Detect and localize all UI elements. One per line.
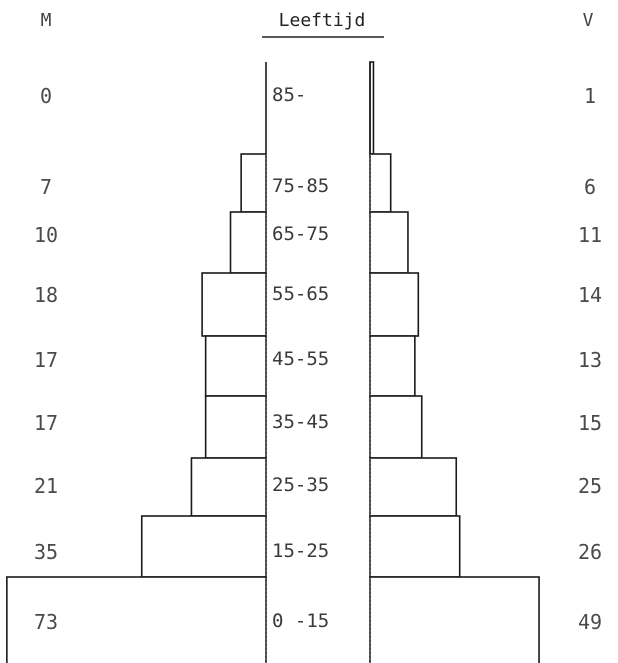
age-group-label: 85- bbox=[272, 84, 306, 106]
male-count-label: 17 bbox=[34, 348, 58, 372]
age-group-label: 55-65 bbox=[272, 283, 329, 305]
female-bar bbox=[369, 576, 540, 663]
female-bar bbox=[369, 457, 458, 517]
male-bar bbox=[6, 576, 267, 663]
male-bar bbox=[190, 457, 267, 517]
age-group-labels: 85- 75-85 65-75 55-65 45-55 35-45 25-35 15-25 0 … bbox=[272, 84, 329, 632]
female-count-label: 26 bbox=[578, 540, 602, 564]
female-count-label: 11 bbox=[578, 223, 602, 247]
male-count-label: 7 bbox=[40, 175, 52, 199]
female-bar bbox=[369, 153, 392, 213]
female-count-label: 6 bbox=[584, 175, 596, 199]
age-group-label: 45-55 bbox=[272, 348, 329, 370]
male-bar bbox=[201, 272, 267, 337]
age-group-label: 0 -15 bbox=[272, 610, 329, 632]
female-count-label: 13 bbox=[578, 348, 602, 372]
male-count-label: 17 bbox=[34, 411, 58, 435]
female-bar bbox=[369, 211, 409, 274]
female-count-label: 49 bbox=[578, 610, 602, 634]
male-bar bbox=[204, 395, 267, 459]
female-count-label: 15 bbox=[578, 411, 602, 435]
female-count-label: 1 bbox=[584, 84, 596, 108]
male-header: M bbox=[41, 10, 52, 31]
center-column-guides bbox=[265, 62, 371, 663]
chart-title: Leeftijd bbox=[279, 10, 366, 31]
female-bar bbox=[369, 272, 420, 337]
male-count-labels: 0 7 10 18 17 17 21 35 73 bbox=[34, 84, 58, 634]
male-count-label: 73 bbox=[34, 610, 58, 634]
age-group-label: 35-45 bbox=[272, 411, 329, 433]
male-count-label: 18 bbox=[34, 283, 58, 307]
female-bars bbox=[369, 61, 540, 663]
male-count-label: 21 bbox=[34, 474, 58, 498]
female-count-label: 14 bbox=[578, 283, 602, 307]
age-group-label: 65-75 bbox=[272, 223, 329, 245]
female-bar bbox=[369, 395, 423, 459]
female-count-label: 25 bbox=[578, 474, 602, 498]
male-bar bbox=[240, 153, 267, 213]
male-count-label: 10 bbox=[34, 223, 58, 247]
female-bar bbox=[369, 335, 416, 397]
male-count-label: 35 bbox=[34, 540, 58, 564]
male-bar bbox=[140, 515, 267, 578]
female-bar bbox=[369, 515, 461, 578]
female-header: V bbox=[583, 10, 594, 31]
male-bars bbox=[6, 153, 267, 663]
male-count-label: 0 bbox=[40, 84, 52, 108]
age-group-label: 25-35 bbox=[272, 474, 329, 496]
female-count-labels: 1 6 11 14 13 15 25 26 49 bbox=[578, 84, 602, 634]
male-bar bbox=[204, 335, 267, 397]
male-bar bbox=[229, 211, 267, 274]
age-group-label: 15-25 bbox=[272, 540, 329, 562]
age-group-label: 75-85 bbox=[272, 175, 329, 197]
